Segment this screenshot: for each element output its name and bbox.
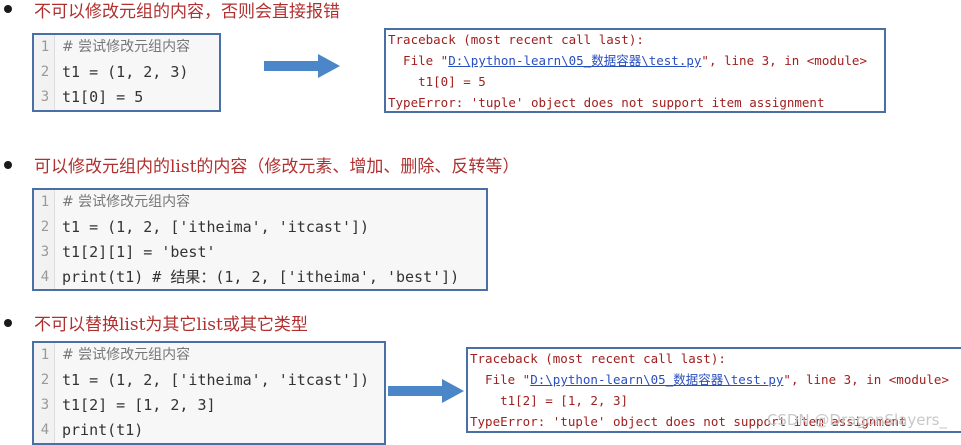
bullet-1 xyxy=(4,5,12,13)
file-prefix: File " xyxy=(388,53,449,68)
code-block-3: 1 # 尝试修改元组内容 2 t1 = (1, 2, ['itheima', '… xyxy=(32,341,386,445)
line-number: 3 xyxy=(40,397,50,413)
right-arrow-icon xyxy=(388,379,464,403)
code-text: t1 = (1, 2, 3) xyxy=(62,63,189,81)
line-number: 3 xyxy=(40,89,50,105)
section-1-heading: 不可以修改元组的内容，否则会直接报错 xyxy=(34,2,340,22)
source-line: t1[2] = [1, 2, 3] xyxy=(470,393,629,408)
traceback-line: Traceback (most recent call last): xyxy=(470,351,726,366)
line-number: 2 xyxy=(40,219,50,235)
bullet-2 xyxy=(4,161,12,169)
file-prefix: File " xyxy=(470,372,531,387)
code-text: # 尝试修改元组内容 xyxy=(62,194,191,210)
section-3-heading: 不可以替换list为其它list或其它类型 xyxy=(34,315,308,335)
right-arrow-icon xyxy=(264,54,340,78)
code-text: # 尝试修改元组内容 xyxy=(62,347,191,363)
traceback-line: Traceback (most recent call last): xyxy=(388,32,644,47)
bullet-3 xyxy=(4,319,12,327)
code-text: print(t1) xyxy=(62,421,144,439)
error-message: TypeError: 'tuple' object does not suppo… xyxy=(388,95,825,110)
csdn-watermark: CSDN @DragonSlayers_ xyxy=(766,411,947,429)
code-text: t1[0] = 5 xyxy=(62,88,144,106)
line-number: 2 xyxy=(40,64,50,80)
file-line: File "D:\python-learn\05_数据容器\test.py", … xyxy=(470,370,949,390)
code-text: # 尝试修改元组内容 xyxy=(62,39,191,55)
section-2-heading: 可以修改元组内的list的内容（修改元素、增加、删除、反转等） xyxy=(34,157,520,177)
error-message: TypeError: 'tuple' object does not suppo… xyxy=(470,414,907,429)
line-number: 4 xyxy=(40,269,50,285)
line-number: 2 xyxy=(40,372,50,388)
code-text: t1 = (1, 2, ['itheima', 'itcast']) xyxy=(62,218,370,236)
file-line: File "D:\python-learn\05_数据容器\test.py", … xyxy=(388,51,867,71)
source-line: t1[0] = 5 xyxy=(388,74,486,89)
line-gutter xyxy=(34,35,55,110)
error-output-1: Traceback (most recent call last): File … xyxy=(384,28,886,113)
code-block-2: 1 # 尝试修改元组内容 2 t1 = (1, 2, ['itheima', '… xyxy=(32,188,488,291)
file-suffix: ", line 3, in <module> xyxy=(783,372,949,387)
file-suffix: ", line 3, in <module> xyxy=(701,53,867,68)
file-path-link[interactable]: D:\python-learn\05_数据容器\test.py xyxy=(448,53,702,68)
line-gutter xyxy=(34,343,55,443)
code-text: t1[2] = [1, 2, 3] xyxy=(62,396,216,414)
code-block-1: 1 # 尝试修改元组内容 2 t1 = (1, 2, 3) 3 t1[0] = … xyxy=(32,33,221,112)
line-number: 1 xyxy=(40,194,50,210)
code-text: t1[2][1] = 'best' xyxy=(62,243,216,261)
line-gutter xyxy=(34,190,55,289)
line-number: 1 xyxy=(40,347,50,363)
code-text: print(t1) # 结果：(1, 2, ['itheima', 'best'… xyxy=(62,268,460,286)
file-path-link[interactable]: D:\python-learn\05_数据容器\test.py xyxy=(530,372,784,387)
line-number: 3 xyxy=(40,244,50,260)
error-output-3: Traceback (most recent call last): File … xyxy=(466,347,961,433)
code-text: t1 = (1, 2, ['itheima', 'itcast']) xyxy=(62,371,370,389)
line-number: 1 xyxy=(40,39,50,55)
line-number: 4 xyxy=(40,422,50,438)
